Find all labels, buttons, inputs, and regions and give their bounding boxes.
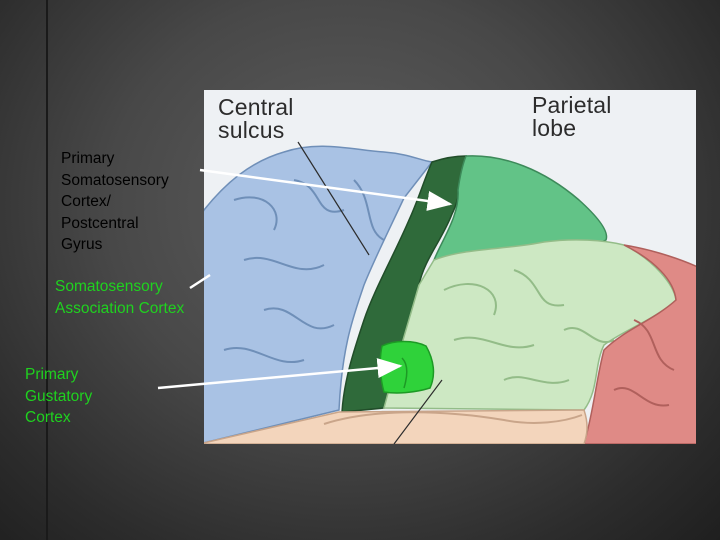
gustatory-pointer [393,379,443,444]
frame-line-left [46,0,48,540]
occipital-lobe [583,244,696,444]
gustatory-cortex-callout: Primary Gustatory Cortex [25,366,93,426]
association-cortex-callout: Somatosensory Association Cortex [55,278,185,317]
parietal-lobe-label: Parietal lobe [532,92,612,141]
central-sulcus-label: Central sulcus [218,94,294,143]
brain-illustration: Central sulcus Parietal lobe [204,90,696,444]
primary-somatosensory-callout: Primary Somatosensory Cortex/ Postcentra… [61,150,169,253]
